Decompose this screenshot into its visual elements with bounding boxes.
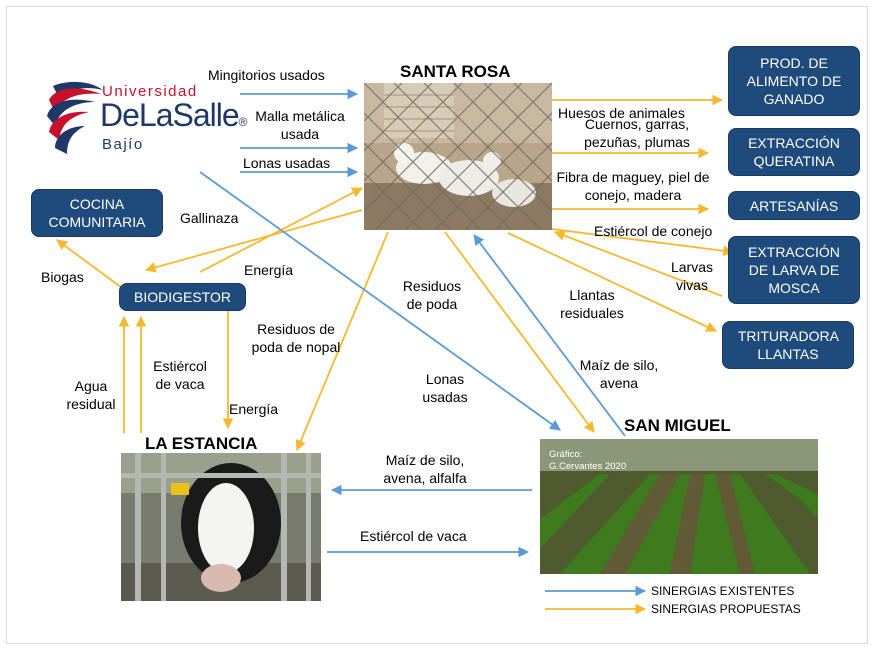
arrow-estiercol-conejo [551,228,735,257]
box-artesanias: ARTESANÍAS [728,191,860,220]
label-fibra: Fibra de maguey, piel de conejo, madera [556,169,710,203]
slide-frame [6,6,868,644]
arrow-maiz-avena [473,234,626,437]
label-malla: Malla metálica usada [255,108,345,142]
label-gallinaza: Gallinaza [180,210,239,226]
label-huesos: Huesos de animales [558,105,685,121]
label-residuos-nopal: Residuos de poda de nopal [251,321,341,355]
santa-rosa-photo [364,83,552,230]
label-estiercol-vaca-v: Estiércol de vaca [153,358,207,392]
label-lonas-in: Lonas usadas [243,155,331,171]
label-agua: Agua residual [66,378,116,412]
legend-proposed-label: SINERGIAS PROPUESTAS [651,602,801,616]
label-energia-top: Energía [244,262,294,278]
label-biogas: Biogas [41,269,84,285]
label-maiz-avena: Maíz de silo, avena [579,357,659,391]
label-maiz-alfalfa: Maíz de silo, avena, alfalfa [383,452,467,486]
arrow-lonas-usadas [199,171,561,431]
photo-credit: Gráfico: G.Cervantes 2020 [549,449,627,472]
node-santa-rosa: SANTA ROSA [400,62,511,81]
arrow-biogas [56,239,123,289]
label-energia-bottom: Energía [229,401,279,417]
box-biodigestor: BIODIGESTOR [119,283,246,311]
node-la-estancia: LA ESTANCIA [145,434,258,453]
label-cuernos: Cuernos, garras, pezuñas, plumas [584,116,690,150]
box-prod-alimento: PROD. DE ALIMENTO DE GANADO [728,46,860,116]
arrow-llantas [507,232,717,332]
box-larva: EXTRACCIÓN DE LARVA DE MOSCA [728,236,860,304]
legend-existing-label: SINERGIAS EXISTENTES [651,584,795,598]
arrow-residuos-poda-estancia [295,231,389,451]
arrow-gallinaza [144,209,363,273]
label-lonas-usadas: Lonas usadas [422,371,468,405]
label-estiercol-conejo: Estiércol de conejo [594,223,713,239]
universidad-delasalle-logo: Universidad DeLaSalle® Bajío [45,80,247,170]
label-llantas: Llantas residuales [560,287,624,321]
san-miguel-photo: Gráfico: G.Cervantes 2020 [540,439,818,574]
arrow-residuos-poda-miguel [444,231,595,433]
logo-emblem-icon [47,81,103,154]
arrow-larvas [553,230,723,297]
box-cocina: COCINA COMUNITARIA [31,189,163,237]
label-residuos-poda: Residuos de poda [402,278,462,312]
label-mingitorios: Mingitorios usados [208,67,325,83]
label-estiercol-vaca-h: Estiércol de vaca [360,528,467,544]
la-estancia-photo [121,453,321,601]
box-trituradora: TRITURADORA LLANTAS [722,321,854,369]
box-queratina: EXTRACCIÓN QUERATINA [728,128,860,176]
label-larvas: Larvas vivas [670,259,714,293]
node-san-miguel: SAN MIGUEL [624,416,731,435]
